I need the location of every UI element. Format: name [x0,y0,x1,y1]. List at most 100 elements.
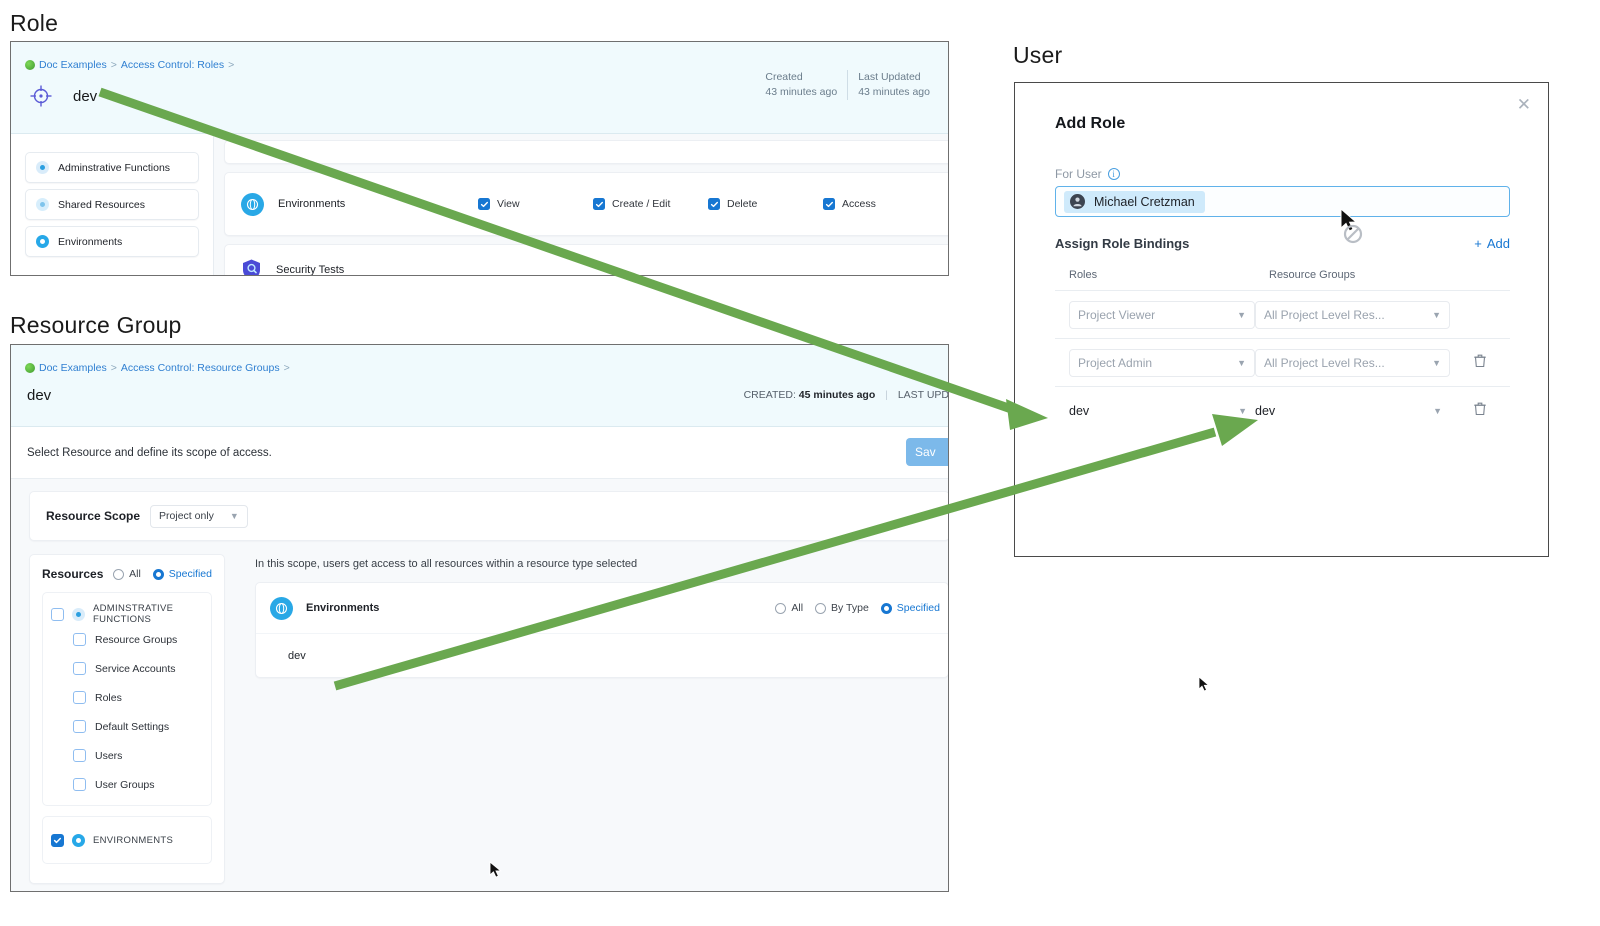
add-binding-button[interactable]: + Add [1474,236,1510,251]
resource-group-meta: CREATED: 45 minutes ago | LAST UPD [744,389,949,401]
checkbox-icon[interactable] [73,778,86,791]
permission-checkboxes: View Create / Edit [478,198,938,210]
list-item[interactable]: Default Settings [73,712,203,741]
chevron-down-icon: ▼ [1237,357,1246,368]
close-icon[interactable]: ✕ [1516,95,1531,114]
list-item[interactable]: dev [256,633,948,677]
breadcrumb-project[interactable]: Doc Examples [39,362,107,374]
table-row: Project Viewer ▼ All Project Level Res..… [1055,290,1510,338]
shield-icon [241,258,262,275]
user-chip[interactable]: Michael Cretzman [1064,190,1205,213]
user-panel: ✕ Add Role For User i Michael Cretzman [1014,82,1549,557]
sidebar-item-administrative-functions[interactable]: Adminstrative Functions [25,152,199,183]
checkbox-icon-checked[interactable] [51,833,64,847]
radio-by-type[interactable]: By Type [815,602,869,614]
breadcrumb[interactable]: Doc Examples > Access Control: Roles > [25,59,234,71]
checkbox-icon [478,198,490,210]
checkbox-delete[interactable]: Delete [708,198,823,210]
chevron-down-icon: ▼ [1432,309,1441,320]
for-user-label: For User [1055,167,1102,181]
checkbox-icon [593,198,605,210]
table-row: Project Admin ▼ All Project Level Res...… [1055,338,1510,386]
resource-group-select[interactable]: All Project Level Res... ▼ [1255,348,1450,377]
caption-resource-group: Resource Group [10,312,182,338]
role-select[interactable]: dev ▼ [1069,397,1255,425]
checkbox-icon[interactable] [73,720,86,733]
checkbox-view[interactable]: View [478,198,593,210]
resource-group-panel: Doc Examples > Access Control: Resource … [10,344,949,892]
breadcrumb-separator: > [110,362,117,374]
meta-updated-label: Last Updated [858,71,921,83]
row-actions [1450,353,1510,373]
resource-group-cell: All Project Level Res... ▼ [1255,348,1450,377]
environments-scope-card: Environments All By Type [255,582,948,678]
column-header-resource-groups: Resource Groups [1269,269,1356,281]
checkbox-create-edit[interactable]: Create / Edit [593,198,708,210]
breadcrumb-separator-2: > [228,59,235,71]
checkbox-icon [823,198,835,210]
meta-updated-value: 43 minutes ago [858,86,930,98]
checkbox-icon[interactable] [73,662,86,675]
list-item[interactable]: Users [73,741,203,770]
group-label: ENVIRONMENTS [93,834,174,846]
caption-role: Role [10,10,59,36]
radio-all[interactable]: All [113,568,141,580]
list-item-label: dev [288,649,306,662]
checkbox-label: View [497,198,520,210]
radio-icon [815,602,827,614]
list-item[interactable]: Service Accounts [73,654,203,683]
delete-icon[interactable] [1473,401,1487,421]
radio-all[interactable]: All [775,602,803,614]
checkbox-icon[interactable] [73,749,86,762]
resource-group-select[interactable]: All Project Level Res... ▼ [1255,300,1450,329]
info-icon[interactable]: i [1107,168,1120,180]
checkbox-access[interactable]: Access [823,198,938,210]
breadcrumb-project[interactable]: Doc Examples [39,59,107,71]
scope-note: In this scope, users get access to all r… [255,558,638,570]
sidebar-item-shared-resources[interactable]: Shared Resources [25,189,199,220]
resource-scope-select[interactable]: Project only ▼ [150,504,248,528]
table-row: dev ▼ dev ▼ [1055,386,1510,434]
breadcrumb[interactable]: Doc Examples > Access Control: Resource … [25,362,290,374]
checkbox-label: Delete [727,198,758,210]
environments-scope-title: Environments [306,602,380,614]
role-bindings-table: Roles Resource Groups Project Viewer ▼ A… [1055,269,1510,434]
role-select[interactable]: Project Admin ▼ [1069,348,1255,377]
checkbox-icon[interactable] [51,607,64,621]
solid-dot-icon [36,235,49,248]
checkbox-icon[interactable] [73,691,86,704]
radio-specified[interactable]: Specified [880,602,940,614]
project-leaf-icon [25,60,35,70]
list-item[interactable]: Resource Groups [73,625,203,654]
list-item[interactable]: User Groups [73,770,203,799]
permission-card-partial [224,140,948,164]
permission-card-environments: Environments View [224,172,948,236]
checkbox-icon[interactable] [73,633,86,646]
group-label: ADMINSTRATIVE FUNCTIONS [93,603,174,625]
breadcrumb-section[interactable]: Access Control: Roles [120,59,225,71]
save-button[interactable]: Sav [906,438,948,466]
breadcrumb-section[interactable]: Access Control: Resource Groups [120,362,280,374]
environments-scope-radio-group: All By Type Specified [775,602,940,614]
sidebar-item-environments[interactable]: Environments [25,226,199,257]
role-cell: Project Viewer ▼ [1055,300,1255,329]
resource-group-select[interactable]: dev ▼ [1255,397,1450,425]
group-header-row[interactable]: ENVIRONMENTS [51,829,203,851]
list-item[interactable]: Roles [73,683,203,712]
sidebar-item-label: Environments [58,235,123,248]
for-user-label-row: For User i [1055,167,1120,181]
checkbox-icon [708,198,720,210]
subbar-text: Select Resource and define its scope of … [27,446,272,459]
resources-radio-group: All Specified [113,568,212,580]
radio-icon [113,568,125,580]
role-panel-body: Adminstrative Functions Shared Resources… [11,134,948,275]
radio-specified[interactable]: Specified [152,568,212,580]
group-header-row[interactable]: ADMINSTRATIVE FUNCTIONS [51,603,203,625]
plus-icon: + [1474,236,1482,251]
delete-icon[interactable] [1473,353,1487,373]
role-select[interactable]: Project Viewer ▼ [1069,300,1255,329]
user-field[interactable]: Michael Cretzman [1055,186,1510,217]
meta-updated-label: LAST UPD [897,389,949,401]
resource-scope-value: Project only [159,510,214,522]
